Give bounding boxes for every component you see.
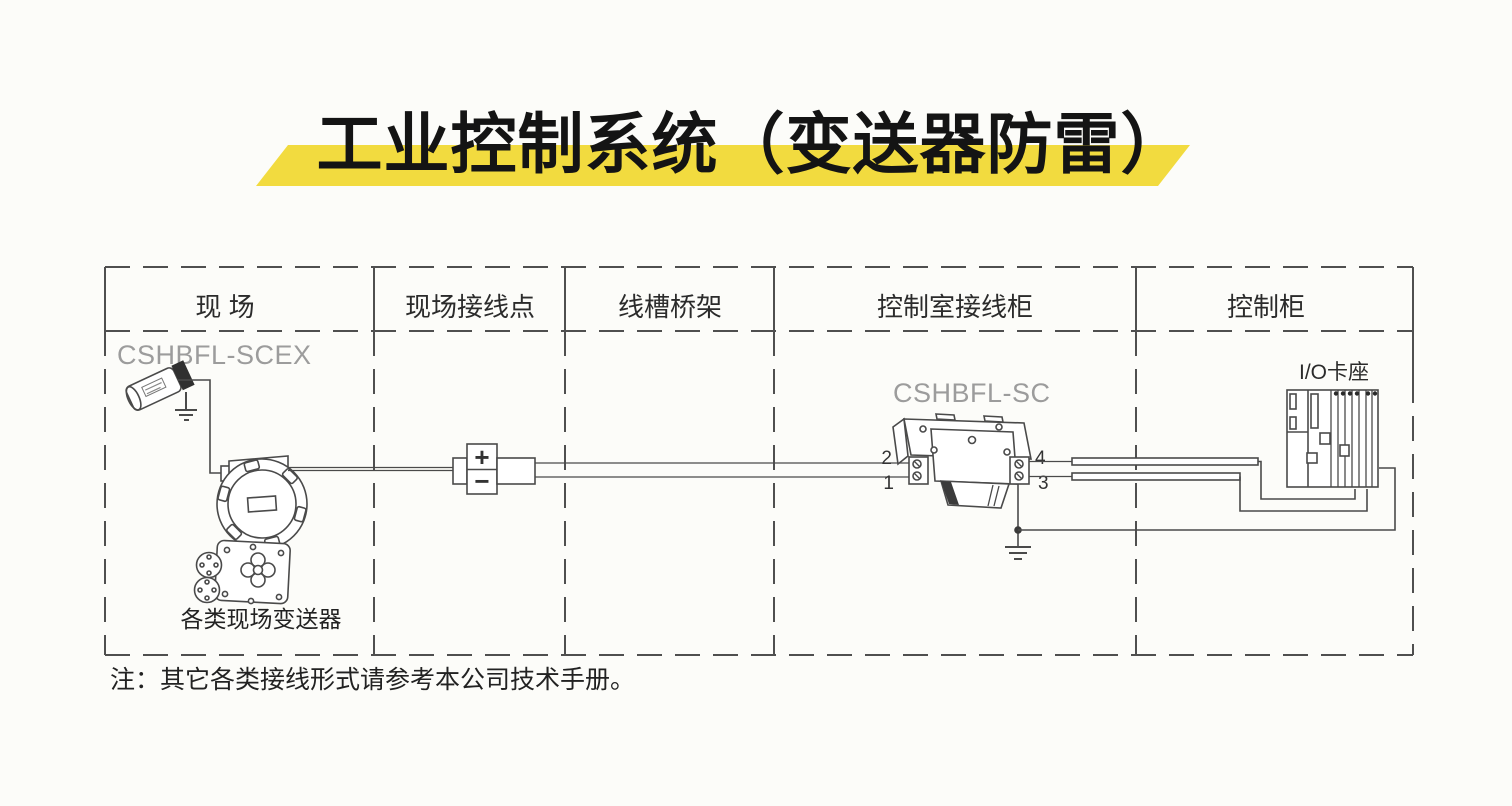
spd-foot-shadow bbox=[941, 481, 959, 505]
spd-threaded-cap bbox=[171, 360, 195, 391]
io-rack-label: I/O卡座 bbox=[1299, 361, 1369, 384]
spd-left-face bbox=[892, 417, 909, 466]
tray-signal-pair bbox=[535, 462, 910, 478]
spd-top-tab-2 bbox=[983, 415, 1004, 423]
terminal-label-1: 1 bbox=[883, 473, 894, 494]
field-spd-device-icon bbox=[125, 360, 195, 411]
spd-right-terminal-block bbox=[1009, 456, 1030, 485]
column-header-field: 现 场 bbox=[195, 292, 254, 322]
table-header-vertical-rules bbox=[104, 267, 1414, 378]
cpu-vent-slot bbox=[1310, 393, 1319, 429]
spd-left-terminal-block bbox=[908, 456, 929, 485]
ground-to-rack-wire bbox=[1018, 467, 1396, 531]
junction-box-group: + − bbox=[452, 442, 536, 496]
cpu-port-2 bbox=[1306, 452, 1318, 464]
page-title-block: 工业控制系统（变送器防雷） bbox=[256, 107, 1190, 186]
io-card-slots bbox=[1330, 390, 1373, 487]
cabinet-ground-group bbox=[1005, 467, 1396, 560]
terminal4-cable-sleeve bbox=[1071, 457, 1259, 466]
field-ground-symbol bbox=[175, 392, 197, 421]
spd-end-cap bbox=[125, 385, 142, 411]
terminal3-wire bbox=[1239, 476, 1368, 512]
column-header-cable-tray: 线槽桥架 bbox=[618, 292, 722, 322]
spd-foot-ridges bbox=[987, 484, 1000, 507]
page-title: 工业控制系统（变送器防雷） bbox=[317, 107, 1188, 181]
io-rack-psu-divider bbox=[1287, 390, 1309, 487]
column-header-control-room-cabinet: 控制室接线柜 bbox=[877, 292, 1033, 322]
spd-to-rack-wiring bbox=[1029, 457, 1368, 512]
spd-top-tab-1 bbox=[935, 413, 956, 421]
io-card-status-dots bbox=[1333, 391, 1378, 396]
terminal-label-4: 4 bbox=[1035, 448, 1046, 469]
junction-box-right-lug bbox=[496, 457, 536, 485]
cabinet-spd-label: CSHBFL-SC bbox=[893, 378, 1051, 408]
transmitter-group: 各类现场变送器 bbox=[181, 455, 342, 632]
footnote: 注：其它各类接线形式请参考本公司技术手册。 bbox=[110, 666, 635, 694]
psu-vent-slot-1 bbox=[1289, 393, 1297, 410]
transmitter-flange-body bbox=[193, 539, 291, 605]
spd-nameplate-text-lines bbox=[145, 381, 162, 395]
junction-plus-terminal: + bbox=[474, 442, 489, 472]
spd-nameplate bbox=[141, 377, 167, 398]
column-header-control-cabinet: 控制柜 bbox=[1227, 292, 1305, 322]
zone-column-headers: 现 场 现场接线点 线槽桥架 控制室接线柜 控制柜 bbox=[195, 292, 1305, 322]
zone-table-grid bbox=[104, 266, 1414, 656]
terminal3-cable-sleeve bbox=[1071, 472, 1241, 481]
terminal4-wire bbox=[1258, 460, 1356, 500]
table-body-vertical-rules bbox=[104, 331, 1414, 655]
junction-minus-terminal: − bbox=[474, 466, 489, 496]
cpu-port-1 bbox=[1319, 432, 1331, 445]
transmitter-caption: 各类现场变送器 bbox=[181, 606, 342, 632]
title-highlight-band bbox=[256, 145, 1190, 186]
field-spd-group: CSHBFL-SCEX bbox=[117, 340, 312, 474]
psu-vent-slot-2 bbox=[1289, 416, 1297, 430]
cabinet-spd-group: CSHBFL-SC 2 1 4 3 bbox=[881, 378, 1051, 509]
field-spd-label: CSHBFL-SCEX bbox=[117, 340, 312, 370]
junction-box-left-lug bbox=[452, 457, 468, 485]
terminal-label-3: 3 bbox=[1038, 473, 1049, 494]
transmitter-display-window bbox=[246, 495, 278, 513]
cabinet-ground-symbol bbox=[1005, 546, 1031, 560]
column-header-field-junction: 现场接线点 bbox=[405, 292, 535, 322]
io-rack-group: I/O卡座 bbox=[1286, 361, 1379, 488]
field-spd-to-transmitter-wire bbox=[178, 379, 221, 474]
spd-screws bbox=[919, 423, 1011, 456]
io-rack-chassis bbox=[1286, 389, 1379, 488]
terminal-label-2: 2 bbox=[881, 448, 892, 469]
io-card-port bbox=[1339, 444, 1350, 457]
transmitter-signal-pair bbox=[288, 466, 453, 472]
